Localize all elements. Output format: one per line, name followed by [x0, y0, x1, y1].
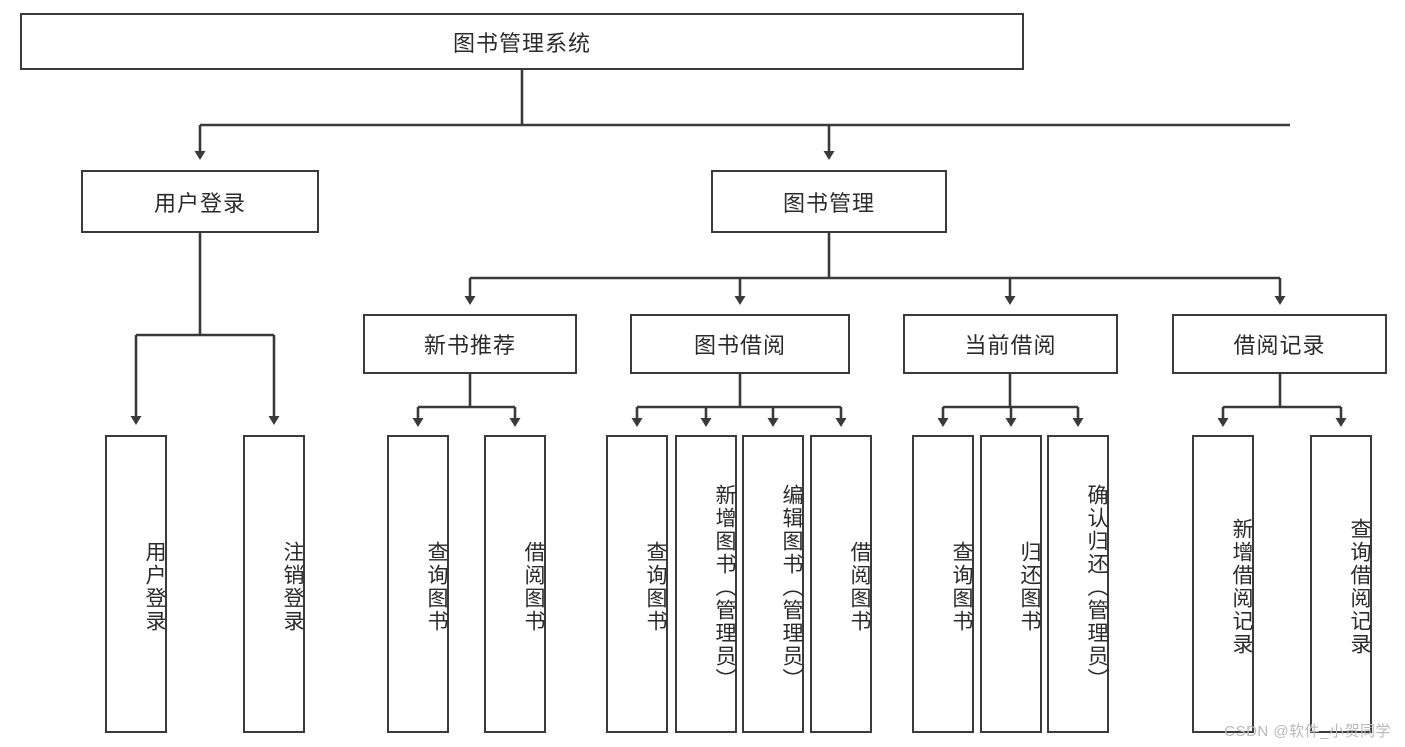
node-borrow-record[interactable]: 借阅记录 — [1172, 314, 1387, 374]
node-label: 查询借阅记录 — [1348, 518, 1371, 656]
node-label: 确认归还（管理员） — [1085, 483, 1108, 691]
node-user-login[interactable]: 用户登录 — [81, 170, 319, 233]
node-leaf-query-borrow-record[interactable]: 查询借阅记录 — [1310, 435, 1372, 733]
node-label: 图书借阅 — [693, 333, 786, 358]
node-new-book-recommend[interactable]: 新书推荐 — [363, 314, 577, 374]
node-label: 用户登录 — [153, 190, 246, 216]
node-label: 新书推荐 — [423, 333, 516, 358]
node-label: 编辑图书（管理员） — [780, 483, 803, 691]
node-label: 用户登录 — [143, 541, 166, 633]
node-leaf-add-borrow-record[interactable]: 新增借阅记录 — [1192, 435, 1254, 733]
node-label: 当前借阅 — [964, 333, 1057, 358]
node-book-borrow[interactable]: 图书借阅 — [630, 314, 850, 374]
node-leaf-borrow-book-recommend[interactable]: 借阅图书 — [484, 435, 546, 733]
node-leaf-borrow-book[interactable]: 借阅图书 — [810, 435, 872, 733]
node-current-borrow[interactable]: 当前借阅 — [903, 314, 1118, 374]
node-leaf-add-book-admin[interactable]: 新增图书（管理员） — [675, 435, 737, 733]
node-label: 归还图书 — [1018, 541, 1041, 633]
node-root[interactable]: 图书管理系统 — [20, 13, 1024, 70]
node-leaf-return-book[interactable]: 归还图书 — [980, 435, 1042, 733]
node-label: 新增图书（管理员） — [713, 483, 736, 691]
node-leaf-query-book-recommend[interactable]: 查询图书 — [387, 435, 449, 733]
node-book-manage[interactable]: 图书管理 — [711, 170, 947, 233]
node-leaf-edit-book-admin[interactable]: 编辑图书（管理员） — [742, 435, 804, 733]
node-leaf-confirm-return-admin[interactable]: 确认归还（管理员） — [1047, 435, 1109, 733]
node-label: 图书管理系统 — [452, 30, 591, 56]
node-leaf-query-book-borrow[interactable]: 查询图书 — [606, 435, 668, 733]
node-label: 图书管理 — [782, 190, 875, 216]
node-label: 借阅记录 — [1233, 333, 1326, 358]
node-label: 新增借阅记录 — [1230, 518, 1253, 656]
node-leaf-user-logout[interactable]: 注销登录 — [243, 435, 305, 733]
node-leaf-query-book-current[interactable]: 查询图书 — [912, 435, 974, 733]
node-leaf-user-login[interactable]: 用户登录 — [105, 435, 167, 733]
node-label: 借阅图书 — [522, 541, 545, 633]
watermark-text: CSDN @软件_小贺同学 — [1224, 723, 1391, 740]
node-label: 查询图书 — [950, 541, 973, 633]
node-label: 借阅图书 — [848, 541, 871, 633]
node-label: 查询图书 — [425, 541, 448, 633]
node-label: 注销登录 — [281, 541, 304, 633]
node-label: 查询图书 — [644, 541, 667, 633]
